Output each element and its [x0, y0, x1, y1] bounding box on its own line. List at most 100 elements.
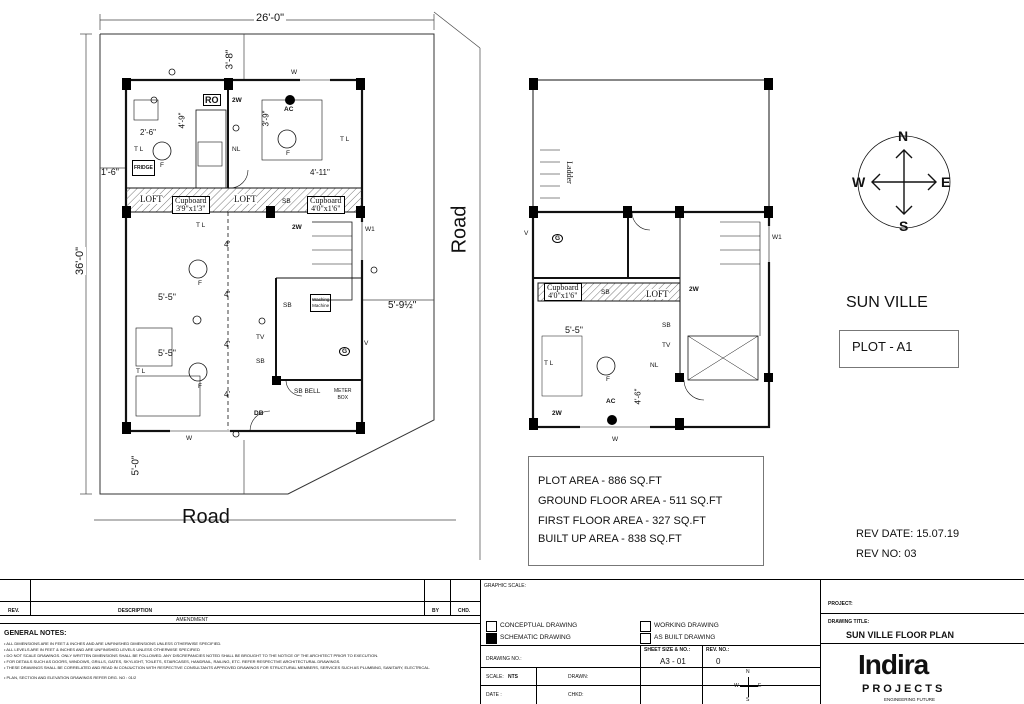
logo-main: Indira: [858, 649, 929, 680]
mini-compass-s: S: [746, 697, 750, 703]
ro-label: RO: [203, 94, 221, 106]
rev-no: REV NO: 03: [856, 548, 917, 560]
cupboard-size: 4'0"x1'6": [311, 204, 341, 213]
fridge-label: FRIDGE: [132, 160, 155, 176]
mini-compass-e: E: [758, 683, 762, 689]
two-w-label: 2W: [552, 410, 562, 417]
machine-label: Machine: [312, 303, 330, 308]
note-line: • PLAN, SECTION AND ELEVATION DRAWINGS R…: [4, 675, 137, 680]
dim-kitchen-w: 2'-6": [140, 128, 156, 137]
drawing-no-label: DRAWING NO.:: [486, 656, 522, 662]
note-line: • THESE DRAWINGS SHALL BE CORRELATED AND…: [4, 665, 431, 670]
as-built-label: AS BUILT DRAWING: [654, 634, 716, 641]
by-header: BY: [432, 608, 439, 614]
sb-label: SB: [282, 198, 291, 205]
project-name: SUN VILLE: [846, 294, 928, 311]
sheet-value: A3 - 01: [660, 657, 686, 666]
cupboard-name: Cupboard: [310, 196, 342, 205]
washing-label: Washing: [312, 297, 330, 302]
divider: [0, 601, 480, 602]
dim-kitchen-h: 4'-9": [177, 112, 187, 129]
divider: [480, 667, 820, 668]
g-label: G: [339, 347, 351, 356]
f-label: F: [286, 150, 290, 157]
mini-compass-w: W: [734, 683, 739, 689]
dim-top-width: 26'-0": [254, 12, 287, 24]
f-label: F: [198, 280, 202, 287]
divider: [640, 645, 641, 704]
dim-setback-bottom: 5'-0": [130, 455, 142, 476]
chkd-label: CHKD:: [568, 692, 584, 698]
scale-label: SCALE:: [486, 674, 504, 680]
dim-hall-w: 5'-5": [565, 325, 583, 335]
dim-bed-h: 3'-9": [261, 110, 271, 127]
tv-label: TV: [662, 342, 671, 349]
plot-label: PLOT - A1: [852, 339, 913, 354]
two-w-label: 2W: [689, 286, 699, 293]
mini-compass: N S W E: [734, 669, 762, 703]
v-label: V: [364, 340, 369, 347]
tv-label: TV: [256, 334, 265, 341]
working-label: WORKING DRAWING: [654, 622, 719, 629]
area-line: GROUND FLOOR AREA - 511 SQ.FT: [538, 495, 723, 507]
ladder-label: Ladder: [564, 161, 574, 184]
top-dimension: [94, 11, 481, 560]
dim-four: 4': [224, 340, 230, 349]
rev-no-value: 0: [716, 657, 721, 666]
rev-no-label: REV. NO.:: [706, 647, 730, 653]
ac-label: AC: [284, 106, 294, 113]
area-line: PLOT AREA - 886 SQ.FT: [538, 475, 662, 487]
tl-label: T L: [544, 360, 554, 367]
rev-date: REV DATE: 15.07.19: [856, 528, 960, 540]
area-box: PLOT AREA - 886 SQ.FT GROUND FLOOR AREA …: [528, 456, 764, 566]
mini-compass-hline: [740, 686, 758, 687]
dim-bed-w: 4'-11": [310, 168, 330, 177]
as-built-checkbox[interactable]: [640, 633, 651, 644]
window-label: W1: [365, 226, 375, 233]
left-dimension: [80, 33, 434, 495]
cupboard-name: Cupboard: [547, 283, 579, 292]
divider: [480, 579, 481, 704]
description-header: DESCRIPTION: [118, 608, 153, 614]
nl-label: NL: [232, 146, 241, 153]
divider: [0, 623, 480, 624]
nl-label: NL: [650, 362, 659, 369]
logo-tag: ENGINEERING FUTURE: [884, 697, 936, 702]
ground-floor-walls: [124, 78, 364, 433]
divider: [702, 645, 703, 704]
window-label: W: [291, 69, 298, 76]
ground-floor-columns: [122, 78, 365, 434]
sheet-size-label: SHEET SIZE & NO.:: [644, 647, 691, 653]
note-line: • ALL LEVELS ARE IN FEET & INCHES AND AR…: [4, 647, 200, 652]
drawing-title-label: DRAWING TITLE:: [828, 619, 870, 625]
schematic-checkbox[interactable]: [486, 633, 497, 644]
scale-value: NTS: [508, 674, 518, 680]
conceptual-label: CONCEPTUAL DRAWING: [500, 622, 578, 629]
compass-n: N: [898, 128, 909, 144]
two-w-label: 2W: [232, 97, 242, 104]
dim-hall-w2: 5'-5": [158, 348, 176, 358]
tl-label: T L: [136, 368, 146, 375]
note-line: • ALL DIMENSIONS ARE IN FEET & INCHES AN…: [4, 641, 222, 646]
tl-label: T L: [340, 136, 350, 143]
cupboard-label: Cupboard 3'9"x1'3": [172, 196, 210, 214]
loft-label: LOFT: [646, 289, 669, 299]
fan-icon: [150, 68, 616, 438]
meter-label: METER: [334, 388, 352, 394]
note-line: • FOR DETAILS SUCH AS DOORS, WINDOWS, GR…: [4, 659, 341, 664]
cupboard-label: Cupboard 4'0"x1'6": [307, 196, 345, 214]
dim-four-six: 4'-6": [633, 388, 643, 405]
window-label: W: [612, 436, 619, 443]
conceptual-checkbox[interactable]: [486, 621, 497, 632]
cupboard-size: 4'0"x1'6": [548, 291, 578, 300]
divider: [820, 613, 1024, 614]
graphic-scale-label: GRAPHIC SCALE:: [484, 583, 526, 589]
divider: [0, 579, 1024, 580]
v-label: V: [524, 230, 529, 237]
working-checkbox[interactable]: [640, 621, 651, 632]
meter-box-label: METER BOX: [334, 388, 352, 402]
general-notes-title: GENERAL NOTES:: [4, 630, 67, 637]
divider: [820, 643, 1024, 644]
road-label-bottom: Road: [182, 506, 230, 528]
plot-box: PLOT - A1: [839, 330, 959, 368]
